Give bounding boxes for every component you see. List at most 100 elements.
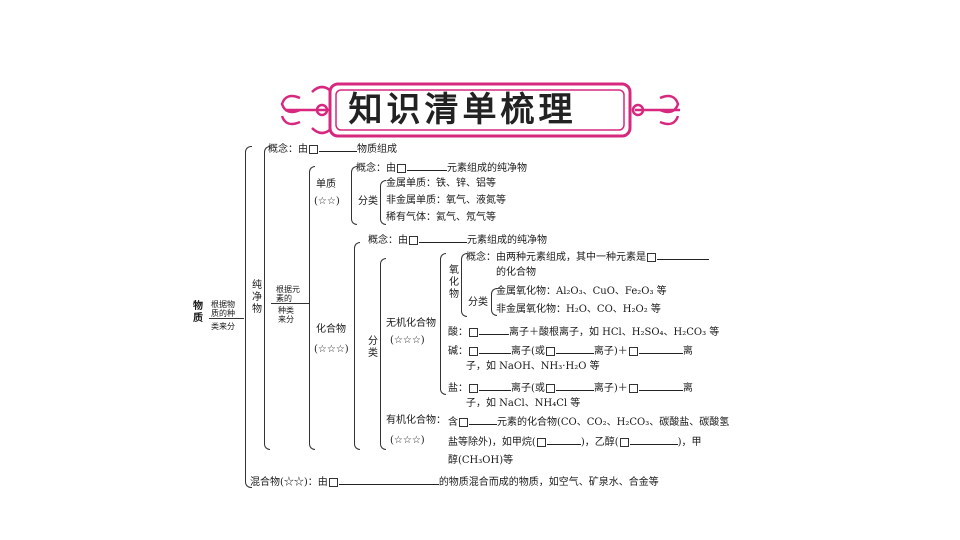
organic-line2-c: )，甲 (677, 437, 702, 448)
oxide-label: 氧化物 (449, 265, 459, 300)
blank-4 (657, 249, 709, 260)
oxide-concept-b: 的化合物 (496, 267, 536, 278)
root-arrow (209, 318, 244, 319)
salt-a: 盐： (448, 383, 468, 394)
blank-2 (407, 160, 447, 171)
blank-15 (338, 474, 439, 485)
organic-line2-a: 盐等除外)，如甲烷( (448, 437, 536, 448)
base-line-2: 子，如 NaOH、NH₃·H₂O 等 (466, 361, 600, 372)
base-d: 离 (682, 346, 693, 357)
blank-marker (545, 347, 555, 356)
blank-marker (469, 328, 478, 337)
mixture-label: 混合物(☆☆)：由 (250, 477, 328, 488)
blank-5 (479, 324, 509, 335)
inorganic-label: 无机化合物 (386, 318, 436, 329)
blank-10 (555, 380, 594, 391)
element-item-noble-gas: 稀有气体：氦气、氖气等 (386, 212, 496, 223)
salt-line: 盐： 离子(或 离子)＋ 离 (448, 380, 693, 396)
organic-line-3: 醇(CH₃OH)等 (448, 455, 514, 466)
blank-marker (328, 478, 338, 487)
compound-concept-suffix: 元素组成的纯净物 (467, 235, 547, 246)
element-concept: 概念：由 元素组成的纯净物 (356, 160, 527, 176)
blank-marker (409, 236, 418, 245)
element-concept-prefix: 概念：由 (356, 163, 396, 174)
inorganic-stars: (☆☆☆) (390, 335, 425, 346)
blank-12 (469, 414, 497, 425)
pure-split-top: 根据元素的 (276, 285, 300, 303)
root-label: 物质 (193, 301, 203, 324)
organic-line1-a: 含 (448, 417, 458, 428)
organic-line-2: 盐等除外)，如甲烷( )，乙醇( )，甲 (448, 434, 702, 450)
compound-brace (354, 242, 360, 450)
metal-oxide: 金属氧化物：Al₂O₃、CuO、Fe₂O₃ 等 (496, 286, 667, 297)
blank-marker (469, 347, 478, 356)
salt-b: 离子(或 (511, 383, 545, 394)
element-brace (351, 166, 357, 225)
salt-c: 离子)＋ (593, 383, 628, 394)
organic-label: 有机化合物： (386, 415, 446, 426)
salt-line-2: 子，如 NaCl、NH₄Cl 等 (466, 398, 581, 409)
compound-classify: 分类 (368, 336, 378, 359)
element-concept-suffix: 元素组成的纯净物 (447, 163, 527, 174)
base-line: 碱： 离子(或 离子)＋ 离 (448, 343, 693, 359)
element-item-metal: 金属单质：铁、锌、铝等 (386, 178, 496, 189)
compound-label: 化合物 (316, 324, 346, 335)
blank-13 (546, 434, 581, 445)
blank-marker (628, 347, 638, 356)
compound-stars: (☆☆☆) (314, 344, 349, 355)
oxide-concept: 概念：由两种元素组成，其中一种元素是 (466, 249, 709, 265)
pure-brace (264, 146, 270, 450)
root-criterion-bottom: 类来分 (211, 322, 235, 331)
blank-14 (629, 434, 678, 445)
element-label: 单质 (316, 179, 336, 190)
blank-marker (309, 145, 318, 154)
blank-9 (479, 380, 511, 391)
blank-6 (479, 343, 511, 354)
oxide-concept-a: 概念：由两种元素组成，其中一种元素是 (466, 252, 646, 263)
nonmetal-oxide: 非金属氧化物：H₂O、CO、H₂O₂ 等 (496, 304, 661, 315)
blank-11 (638, 380, 683, 391)
pure-concept: 概念：由 物质组成 (268, 141, 397, 157)
acid-line: 酸：离子＋酸根离子，如 HCl、H₂SO₄、H₂CO₃ 等 (448, 324, 719, 340)
root-criterion-top: 根据物质的种 (211, 300, 235, 318)
organic-line1-b: 元素的化合物(CO、CO₂、H₂CO₃、碳酸盐、碳酸氢 (497, 417, 730, 428)
organic-line2-b: )，乙醇( (580, 437, 619, 448)
element-classify-brace (380, 180, 386, 225)
mixture-line: 混合物(☆☆)：由 的物质混合而成的物质，如空气、矿泉水、合金等 (250, 474, 659, 490)
pure-split-bottom: 种类来分 (278, 306, 294, 324)
blank-marker (397, 164, 406, 173)
compound-concept: 概念：由 元素组成的纯净物 (368, 232, 547, 248)
blank-3 (419, 232, 467, 243)
salt-d: 离 (682, 383, 693, 394)
blank-marker (459, 418, 468, 427)
compound-classify-brace (380, 258, 386, 450)
compound-concept-prefix: 概念：由 (368, 235, 408, 246)
oxide-classify: 分类 (468, 297, 488, 308)
banner-title: 知识清单梳理 (348, 90, 577, 130)
element-item-nonmetal: 非金属单质：氧气、液氮等 (386, 195, 506, 206)
root-brace (245, 146, 252, 488)
acid-a: 酸： (448, 327, 468, 338)
pure-arrow (271, 303, 309, 304)
element-stars: (☆☆) (314, 196, 340, 207)
mixture-suffix: 的物质混合而成的物质，如空气、矿泉水、合金等 (438, 477, 659, 488)
blank-marker (469, 384, 478, 393)
blank-7 (555, 343, 594, 354)
base-c: 离子)＋ (593, 346, 628, 357)
inorganic-brace (440, 253, 446, 395)
base-a: 碱： (448, 346, 468, 357)
blank-1 (319, 141, 357, 152)
pure-label: 纯净物 (252, 280, 262, 315)
pure-concept-suffix: 物质组成 (357, 144, 397, 155)
element-classify: 分类 (358, 196, 378, 207)
blank-8 (638, 343, 683, 354)
base-b: 离子(或 (511, 346, 545, 357)
organic-line-1: 含 元素的化合物(CO、CO₂、H₂CO₃、碳酸盐、碳酸氢 (448, 414, 729, 430)
organic-stars: (☆☆☆) (390, 435, 425, 446)
oxide-classify-brace (491, 288, 497, 316)
pure-concept-prefix: 概念：由 (268, 144, 308, 155)
blank-marker (647, 253, 656, 262)
blank-marker (628, 384, 638, 393)
oxide-brace (461, 253, 467, 317)
